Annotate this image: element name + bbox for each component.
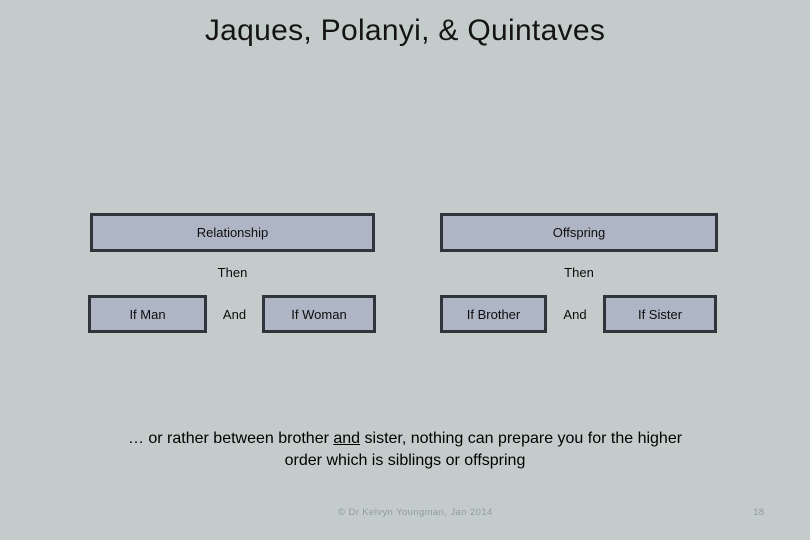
if-man-box: If Man: [88, 295, 207, 333]
caption-line-1-underlined: and: [333, 430, 361, 447]
copyright-footer: © Dr Kelvyn Youngman, Jan 2014: [338, 507, 493, 518]
relationship-box: Relationship: [90, 213, 375, 252]
then-left-label: Then: [217, 265, 248, 280]
and-right-label: And: [563, 307, 587, 322]
caption-line-1-pre: … or rather between brother: [127, 430, 334, 447]
slide-title: Jaques, Polanyi, & Quintaves: [204, 14, 606, 47]
then-right-label: Then: [564, 265, 594, 280]
caption-line-2: order which is siblings or offspring: [284, 452, 526, 469]
caption-line-1-post: sister, nothing can prepare you for the …: [360, 430, 683, 447]
if-sister-box: If Sister: [603, 295, 717, 333]
if-brother-box: If Brother: [440, 295, 547, 333]
if-woman-box: If Woman: [262, 295, 376, 333]
caption-line-1: … or rather between brother and sister, …: [0, 428, 810, 450]
and-left-label: And: [222, 307, 247, 322]
offspring-box: Offspring: [440, 213, 718, 252]
caption: … or rather between brother and sister, …: [0, 428, 810, 472]
page-number: 18: [753, 507, 764, 518]
